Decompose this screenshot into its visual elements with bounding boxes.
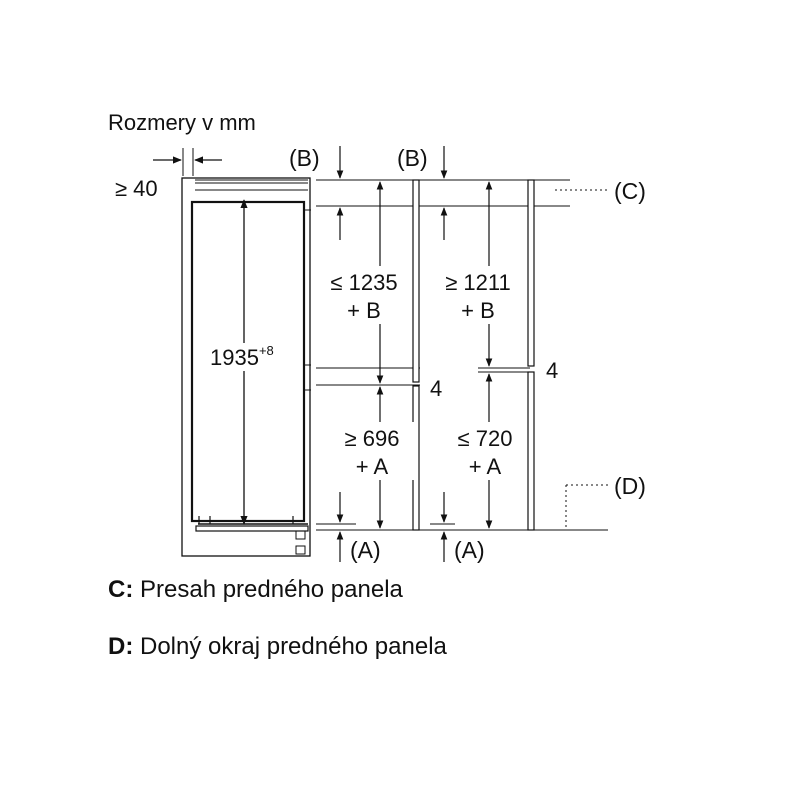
reference-a-right-label: (A) <box>454 537 485 563</box>
diagram-title: Rozmery v mm <box>108 110 256 135</box>
lower-right-label-1: ≤ 720 <box>458 426 513 451</box>
lower-left-dimension: ≥ 696 + A <box>330 386 416 529</box>
upper-right-label-1: ≥ 1211 <box>445 270 511 295</box>
height-label-mask <box>206 343 290 371</box>
reference-c-label: (C) <box>614 178 646 204</box>
upper-right-label-2: + B <box>461 298 495 323</box>
legend-d-text: Dolný okraj predného panela <box>140 633 447 660</box>
side-gap-label: ≥ 40 <box>115 176 158 201</box>
gap-left-label: 4 <box>430 376 442 401</box>
reference-a-right: (A) <box>440 492 485 563</box>
upper-left-label-1: ≤ 1235 <box>330 270 397 295</box>
lower-right-dimension: ≤ 720 + A <box>440 373 526 529</box>
legend-c-key: C: <box>108 576 134 603</box>
lower-right-label-2: + A <box>469 454 502 479</box>
legend-d: D: Dolný okraj predného panela <box>108 633 447 661</box>
gap-right-label: 4 <box>546 358 558 383</box>
upper-left-dimension: ≤ 1235 + B <box>318 181 410 384</box>
side-gap-dimension: ≥ 40 <box>115 148 222 201</box>
reference-b-left: (B) <box>289 145 344 240</box>
reference-b-left-label: (B) <box>289 145 320 171</box>
reference-a-left: (A) <box>336 492 381 563</box>
lower-left-label-2: + A <box>356 454 389 479</box>
upper-right-dimension: ≥ 1211 + B <box>430 181 522 367</box>
legend-c-text: Presah predného panela <box>140 576 403 603</box>
upper-left-label-2: + B <box>347 298 381 323</box>
height-label: 1935+8 <box>210 343 274 370</box>
reference-b-right-label: (B) <box>397 145 428 171</box>
reference-b-right: (B) <box>397 145 448 240</box>
reference-d-label: (D) <box>614 473 646 499</box>
lower-left-label-1: ≥ 696 <box>345 426 400 451</box>
reference-a-left-label: (A) <box>350 537 381 563</box>
legend-d-key: D: <box>108 633 134 660</box>
legend-c: C: Presah predného panela <box>108 576 403 604</box>
